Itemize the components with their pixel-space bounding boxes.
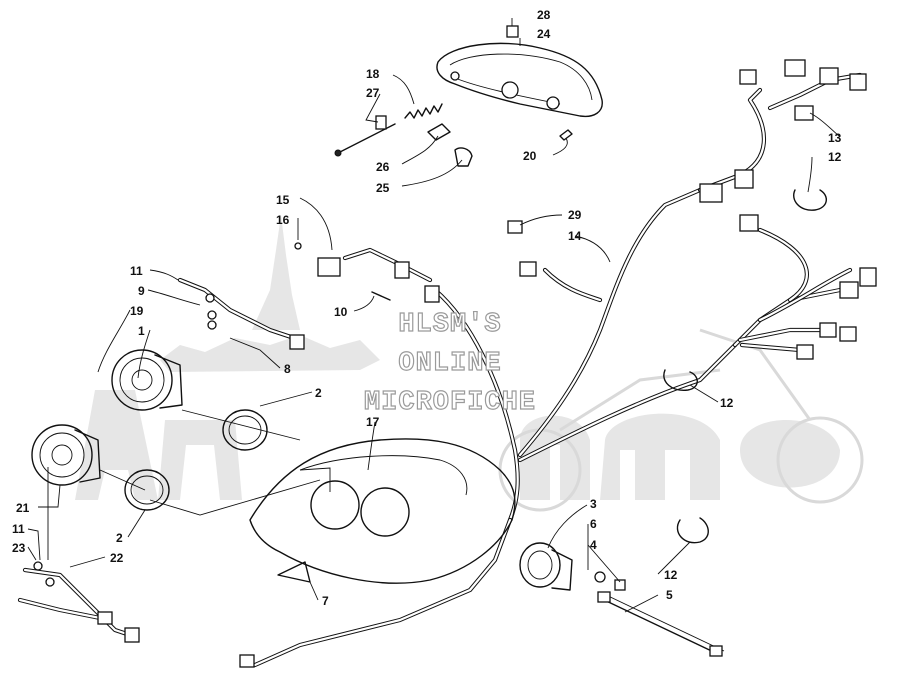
callout-21: 21 [16,501,30,515]
callout-28: 28 [537,8,551,22]
callout-labels: 28 24 18 27 26 25 20 13 12 15 16 29 14 1… [12,8,842,608]
upper-gauge [111,349,183,411]
watermark-line-3: MICROFICHE [364,388,536,418]
callout-29: 29 [568,208,582,222]
callout-24: 24 [537,27,551,41]
callout-10: 10 [334,305,348,319]
main-wiring-harness [239,59,877,668]
callout-23: 23 [12,541,26,555]
cable-5 [597,591,725,657]
callout-17: 17 [366,415,380,429]
spring-and-pin [334,103,443,157]
callout-14: 14 [568,229,582,243]
callout-19: 19 [130,304,144,318]
callout-12-top: 12 [828,150,842,164]
cable-ties [663,189,827,544]
callout-16: 16 [276,213,290,227]
callout-7: 7 [322,594,329,608]
bulb-sockets [427,123,573,167]
watermark-line-1: HLSM'S [398,310,501,340]
clip-28 [506,25,519,38]
callout-15: 15 [276,193,290,207]
callout-2-upper: 2 [315,386,322,400]
callout-13: 13 [828,131,842,145]
callout-3: 3 [590,497,597,511]
callout-6: 6 [590,517,597,531]
gauge-pigtails [17,277,305,643]
callout-2-lower: 2 [116,531,123,545]
callout-22: 22 [110,551,124,565]
hlsm-watermark: HLSM'S ONLINE MICROFICHE [363,309,536,418]
callout-8: 8 [284,362,291,376]
callout-25: 25 [376,181,390,195]
lower-gauge [31,424,101,486]
mounting-hardware [294,242,391,301]
callout-4: 4 [590,538,597,552]
callout-12-lower: 12 [664,568,678,582]
leader-lines [27,18,841,613]
callout-5: 5 [666,588,673,602]
callout-18: 18 [366,67,380,81]
callout-12-mid: 12 [720,396,734,410]
callout-27: 27 [366,86,380,100]
callout-1: 1 [138,324,145,338]
instrument-console [249,438,516,584]
ignition-switch [519,542,626,591]
watermark-line-2: ONLINE [398,349,501,379]
callout-20: 20 [523,149,537,163]
callout-11-upper: 11 [130,264,143,278]
callout-26: 26 [376,160,390,174]
taillight-assembly [436,42,603,118]
callout-11-lower: 11 [12,522,25,536]
decal-7 [277,561,311,583]
callout-9: 9 [138,284,145,298]
